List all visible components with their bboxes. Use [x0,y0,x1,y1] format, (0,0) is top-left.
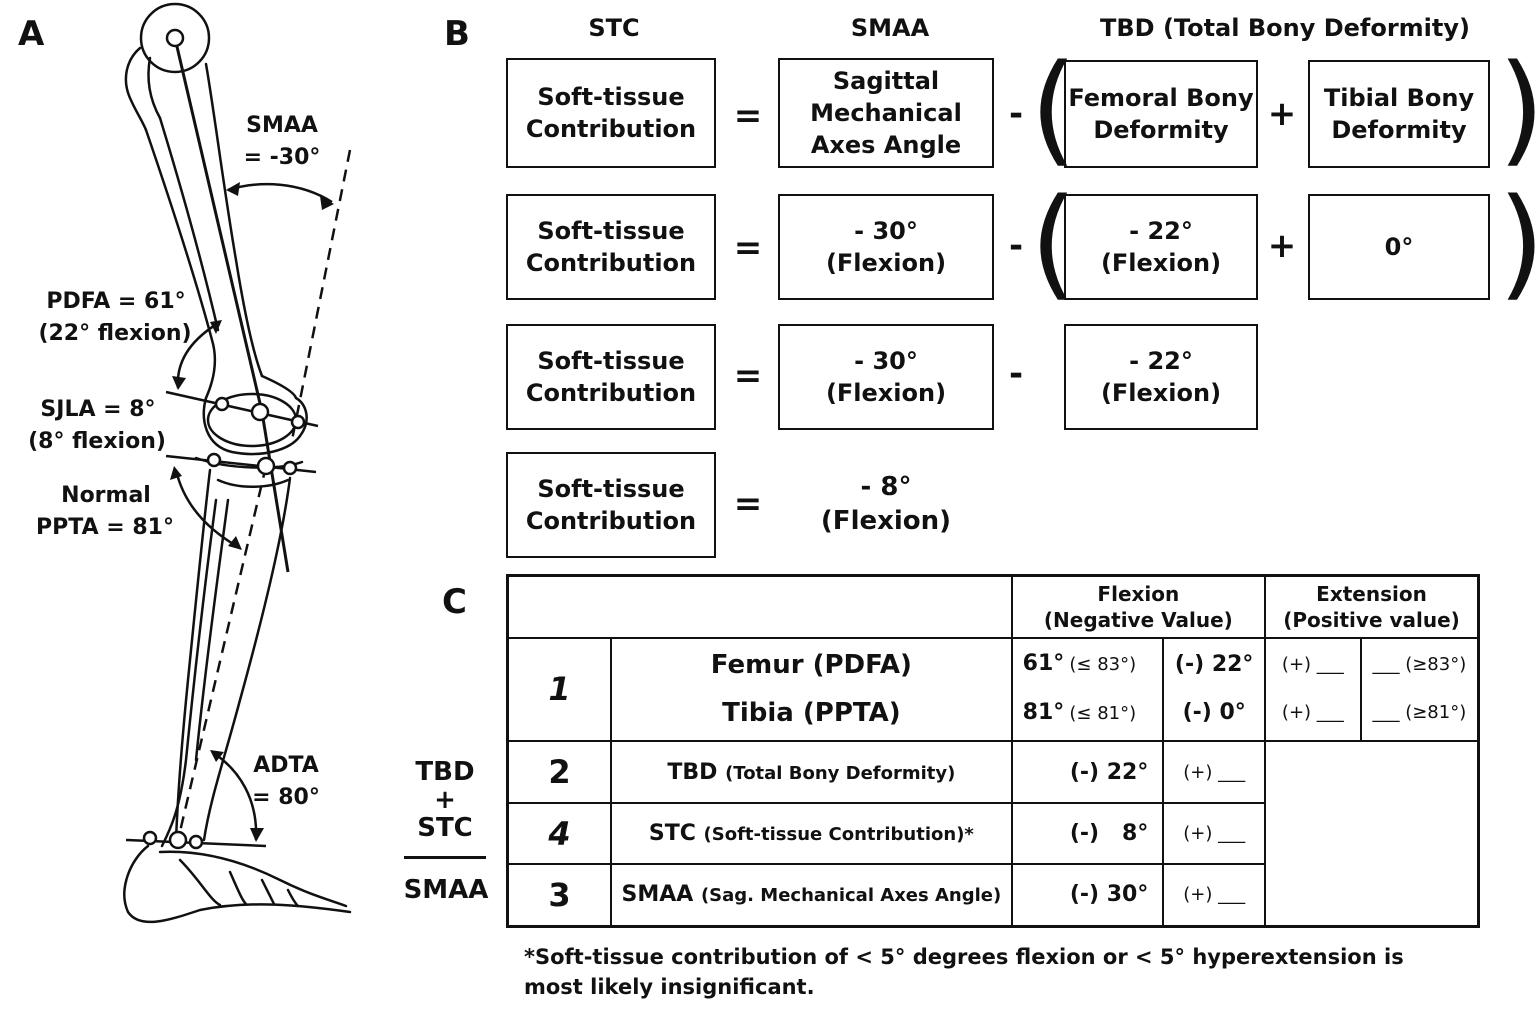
row-2-label: TBD (Total Bony Deformity) [610,739,1013,805]
row-1-extension: (+) ___ (+) ___ [1264,637,1362,742]
extension-header: Extension(Positive value) [1264,574,1480,640]
stc-box: Soft-tissue Contribution [506,324,716,430]
smaa-label: SMAA [246,113,318,138]
panel-a-letter: A [18,14,45,54]
sjla-sub: (8° flexion) [28,429,166,454]
smaa-box: Sagittal Mechanical Axes Angle [778,58,994,168]
pdfa-sub: (22° flexion) [38,321,192,346]
tibia-label: Tibia (PPTA) [722,698,901,729]
panel-b-letter: B [444,14,470,54]
tibial-bony-box: Tibial Bony Deformity [1308,60,1490,168]
row-2-extension: (+) ___ [1162,739,1267,805]
side-tbd: TBD [415,757,475,787]
deformity-table: Flexion(Negative Value) Extension(Positi… [506,574,1480,928]
equals-sign: = [733,228,763,268]
footnote: *Soft-tissue contribution of < 5° degree… [524,945,1404,999]
row-4-extension: (+) ___ [1162,802,1267,865]
col-header-stc: STC [588,14,640,42]
row-3-flexion: (-) 30° [1010,862,1165,928]
close-paren: ) [1498,184,1536,304]
minus-sign: - [1008,94,1024,134]
minus-sign: - [1008,354,1024,394]
plus-sign: + [1267,226,1297,266]
smaa-value: = -30° [243,145,321,170]
leg-illustration [123,2,352,924]
row-4-number: 4 [506,802,613,865]
side-smaa: SMAA [403,875,489,905]
femur-label: Femur (PDFA) [710,650,912,681]
row-3-number: 3 [506,862,613,928]
side-stc: STC [417,813,473,843]
col-header-tbd: TBD (Total Bony Deformity) [1100,14,1470,42]
flexion-header: Flexion(Negative Value) [1010,574,1267,640]
stc-box: Soft-tissue Contribution [506,58,716,168]
tibial-value-box: 0° [1308,194,1490,300]
row-3-extension: (+) ___ [1162,862,1267,928]
row-1-flexion: (-) 22° (-) 0° [1162,637,1267,742]
equals-sign: = [733,484,763,524]
ppta-label: Normal [61,483,151,508]
row-1-labels: Femur (PDFA) Tibia (PPTA) [610,637,1013,742]
stc-result: - 8°(Flexion) [820,472,952,536]
femoral-value-box: - 22°(Flexion) [1064,194,1258,300]
pdfa-label: PDFA = 61° [46,289,186,314]
row-3-label: SMAA (Sag. Mechanical Axes Angle) [610,862,1013,928]
row-2-number: 2 [506,739,613,805]
table-header-blank [506,574,1013,640]
stc-box: Soft-tissue Contribution [506,194,716,300]
femoral-bony-box: Femoral Bony Deformity [1064,60,1258,168]
equals-sign: = [733,356,763,396]
fraction-bar [404,856,486,859]
plus-sign: + [1267,94,1297,134]
adta-label: ADTA [253,753,319,778]
open-paren: ( [1030,40,1077,179]
row-1-number: 1 [506,637,613,742]
smaa-value-box: - 30°(Flexion) [778,324,994,430]
row-1-measured: 61° (≤ 83°) 81° (≤ 81°) [1010,637,1165,742]
row-2-flexion: (-) 22° [1010,739,1165,805]
table-empty-block [1264,739,1480,928]
close-paren: ) [1498,50,1536,170]
sjla-label: SJLA = 8° [40,397,156,422]
row-4-flexion: (-) 8° [1010,802,1165,865]
side-plus: + [434,785,456,815]
row-4-label: STC (Soft-tissue Contribution)* [610,802,1013,865]
smaa-value-box: - 30°(Flexion) [778,194,994,300]
stc-box: Soft-tissue Contribution [506,452,716,558]
equals-sign: = [733,96,763,136]
open-paren: ( [1030,174,1077,313]
adta-value: = 80° [252,785,320,810]
panel-c-letter: C [442,582,467,622]
row-1-extension-range: ___ (≥83°) ___ (≥81°) [1359,637,1480,742]
femoral-value-box: - 22°(Flexion) [1064,324,1258,430]
minus-sign: - [1008,226,1024,266]
ppta-sub: PPTA = 81° [36,515,174,540]
col-header-smaa: SMAA [850,14,930,42]
